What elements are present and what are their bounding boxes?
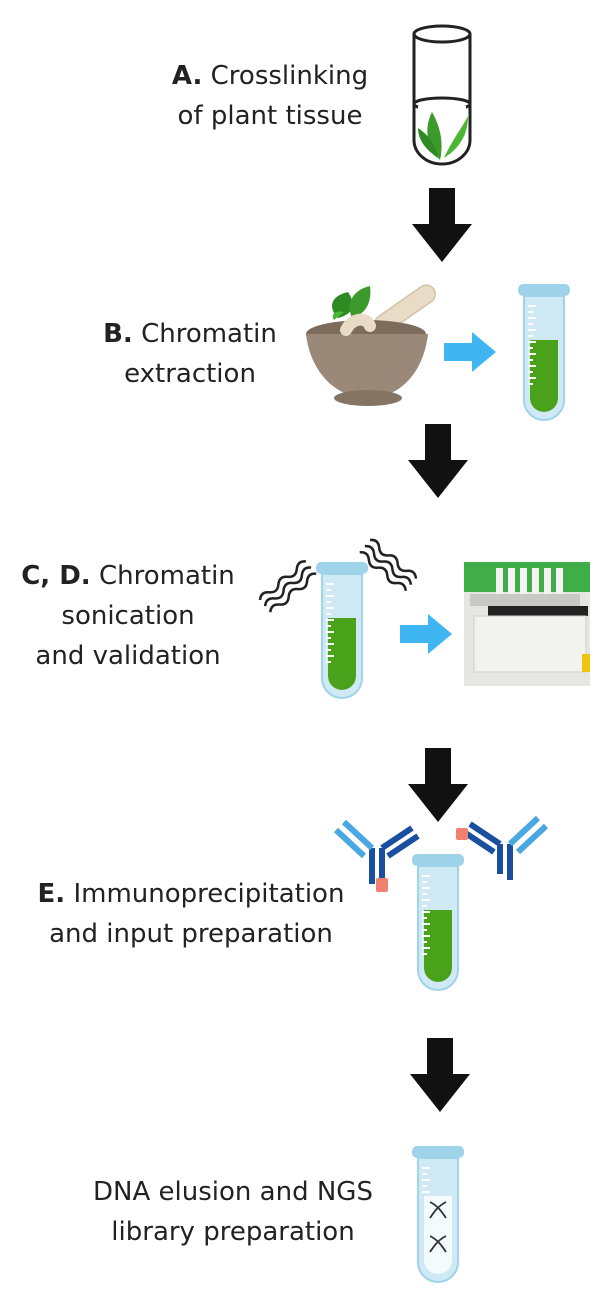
step-b-letter: B. <box>103 319 133 349</box>
arrow-down-icon <box>408 748 468 822</box>
step-cd-letter: C, D. <box>21 561 91 591</box>
step-cd-line1: Chromatin <box>98 561 235 591</box>
step-a-letter: A. <box>171 61 203 91</box>
step-cd-line3: and validation <box>35 641 221 671</box>
step-e-line2: and input preparation <box>49 919 333 949</box>
step-b-line2: extraction <box>124 359 256 389</box>
plant-tube-icon <box>412 24 472 166</box>
step-e-label: E. Immunoprecipitation and input prepara… <box>24 874 358 954</box>
step-cd-line2: sonication <box>61 601 195 631</box>
test-tube-icon <box>411 853 465 991</box>
step-dna-line1: DNA elusion and NGS <box>93 1177 373 1207</box>
antibody-icon <box>456 818 546 880</box>
dna-tube-icon <box>412 1146 464 1283</box>
arrow-down-icon <box>410 1038 470 1112</box>
step-e-line1: Immunoprecipitation <box>73 879 345 909</box>
step-a-line2: of plant tissue <box>177 101 363 131</box>
step-b-label: B. Chromatin extraction <box>80 314 300 394</box>
arrow-down-icon <box>408 424 468 498</box>
step-cd-label: C, D. Chromatin sonication and validatio… <box>10 556 246 676</box>
step-e-letter: E. <box>37 879 66 909</box>
arrow-right-icon <box>444 332 496 372</box>
step-a-line1: Crosslinking <box>210 61 369 91</box>
dna-icon <box>429 1201 447 1253</box>
step-a-label: A. Crosslinking of plant tissue <box>150 56 390 136</box>
gel-box-icon <box>464 562 590 686</box>
step-dna-line2: library preparation <box>111 1217 355 1247</box>
step-b-line1: Chromatin <box>141 319 277 349</box>
antibody-icon <box>336 822 418 892</box>
test-tube-icon <box>517 283 571 421</box>
test-tube-icon <box>315 561 369 699</box>
arrow-down-icon <box>412 188 472 262</box>
mortar-pestle-icon <box>306 284 437 406</box>
step-dna-label: DNA elusion and NGS library preparation <box>80 1172 386 1252</box>
arrow-right-icon <box>400 614 452 654</box>
